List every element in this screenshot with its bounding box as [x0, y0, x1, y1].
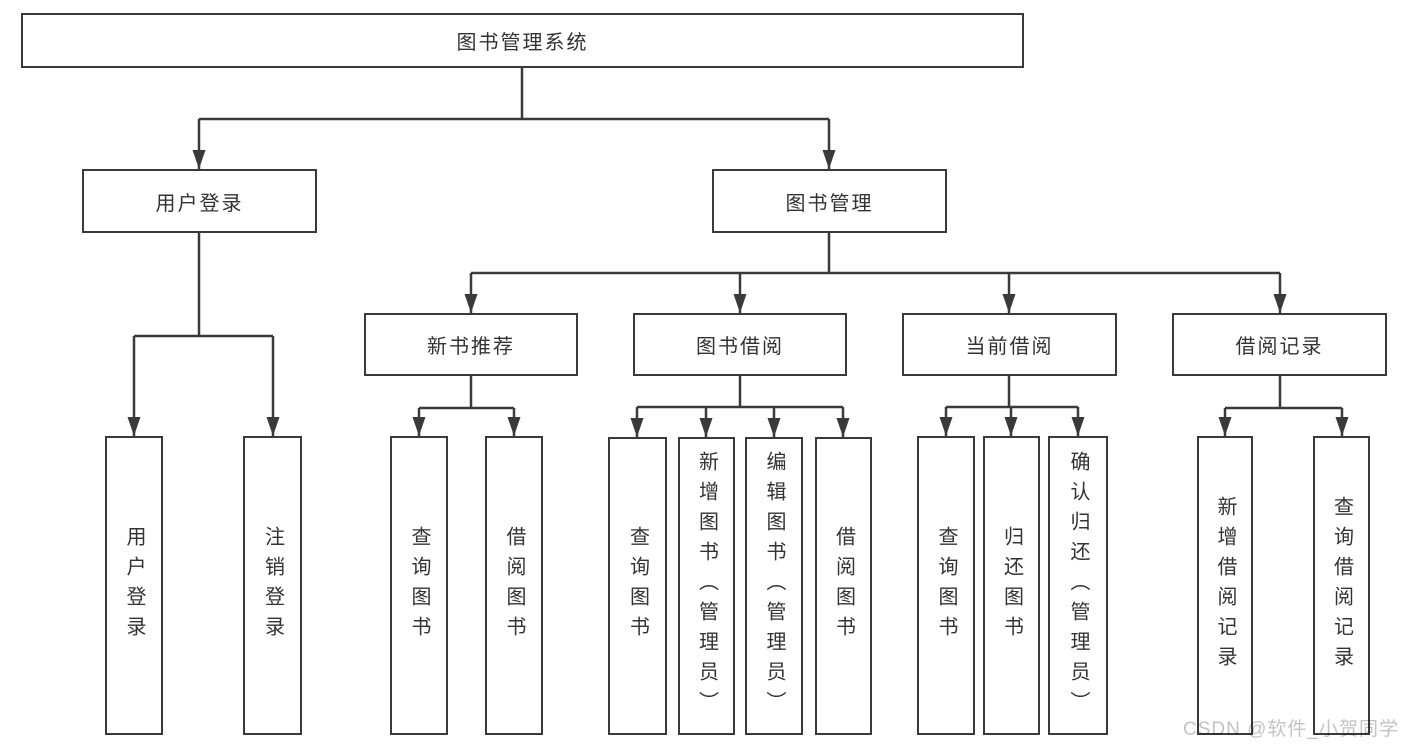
node-leaf-edit-book: 编辑图书（管理员）	[745, 437, 803, 735]
node-label-leaf-query-book-3: 查询图书	[935, 525, 957, 646]
node-label-leaf-return-book: 归还图书	[1000, 525, 1023, 646]
node-current-borrow: 当前借阅	[902, 313, 1117, 376]
node-label-current-borrow: 当前借阅	[965, 336, 1054, 358]
node-book-borrow: 图书借阅	[633, 313, 847, 376]
arrowhead-icon	[1004, 417, 1018, 436]
arrowhead-icon	[836, 418, 850, 437]
node-label-user-login: 用户登录	[155, 192, 244, 215]
node-label-leaf-add-book: 新增图书（管理员）	[695, 451, 718, 721]
node-new-book-rec: 新书推荐	[364, 313, 578, 376]
arrowhead-icon	[1002, 294, 1016, 313]
node-label-book-borrow: 图书借阅	[696, 336, 784, 358]
node-leaf-borrow-book-1: 借阅图书	[485, 436, 543, 735]
node-label-leaf-confirm-return: 确认归还（管理员）	[1067, 450, 1089, 721]
node-leaf-query-book-2: 查询图书	[608, 437, 667, 735]
node-label-leaf-query-book-1: 查询图书	[408, 525, 430, 646]
node-label-leaf-query-record: 查询借阅记录	[1330, 495, 1353, 676]
arrowhead-icon	[733, 294, 747, 313]
node-leaf-query-book-3: 查询图书	[917, 436, 975, 735]
node-leaf-confirm-return: 确认归还（管理员）	[1048, 436, 1108, 735]
node-leaf-add-book: 新增图书（管理员）	[678, 437, 735, 735]
arrowhead-icon	[266, 417, 280, 436]
node-leaf-add-record: 新增借阅记录	[1197, 436, 1253, 735]
arrowhead-icon	[1335, 417, 1349, 436]
node-label-leaf-logout: 注销登录	[261, 525, 284, 646]
node-user-login: 用户登录	[82, 169, 317, 233]
arrowhead-icon	[767, 418, 781, 437]
node-label-leaf-query-book-2: 查询图书	[626, 526, 649, 646]
node-label-leaf-borrow-book-1: 借阅图书	[503, 525, 525, 646]
arrowhead-icon	[412, 417, 426, 436]
arrowhead-icon	[630, 418, 644, 437]
node-label-leaf-user-login: 用户登录	[123, 525, 145, 646]
node-leaf-query-book-1: 查询图书	[390, 436, 448, 735]
arrowhead-icon	[127, 417, 141, 436]
node-leaf-logout: 注销登录	[243, 436, 302, 735]
node-leaf-user-login: 用户登录	[105, 436, 163, 735]
node-label-leaf-borrow-book-2: 借阅图书	[832, 526, 855, 646]
node-label-leaf-add-record: 新增借阅记录	[1214, 495, 1236, 676]
arrowhead-icon	[822, 150, 836, 169]
arrowhead-icon	[507, 417, 521, 436]
arrowhead-icon	[192, 150, 206, 169]
node-label-root: 图书管理系统	[456, 32, 589, 54]
arrowhead-icon	[939, 417, 953, 436]
node-root: 图书管理系统	[21, 13, 1024, 68]
node-leaf-query-record: 查询借阅记录	[1313, 436, 1370, 735]
node-borrow-records: 借阅记录	[1172, 313, 1387, 376]
arrowhead-icon	[1218, 417, 1232, 436]
node-leaf-borrow-book-2: 借阅图书	[815, 437, 872, 735]
arrowhead-icon	[1071, 417, 1085, 436]
node-label-book-mgmt: 图书管理	[785, 192, 874, 215]
node-leaf-return-book: 归还图书	[983, 436, 1040, 735]
arrowhead-icon	[1273, 294, 1287, 313]
node-label-new-book-rec: 新书推荐	[427, 336, 515, 358]
arrowhead-icon	[464, 294, 478, 313]
node-label-leaf-edit-book: 编辑图书（管理员）	[763, 451, 785, 721]
arrowhead-icon	[699, 418, 713, 437]
node-book-mgmt: 图书管理	[712, 169, 947, 233]
node-label-borrow-records: 借阅记录	[1235, 336, 1324, 358]
